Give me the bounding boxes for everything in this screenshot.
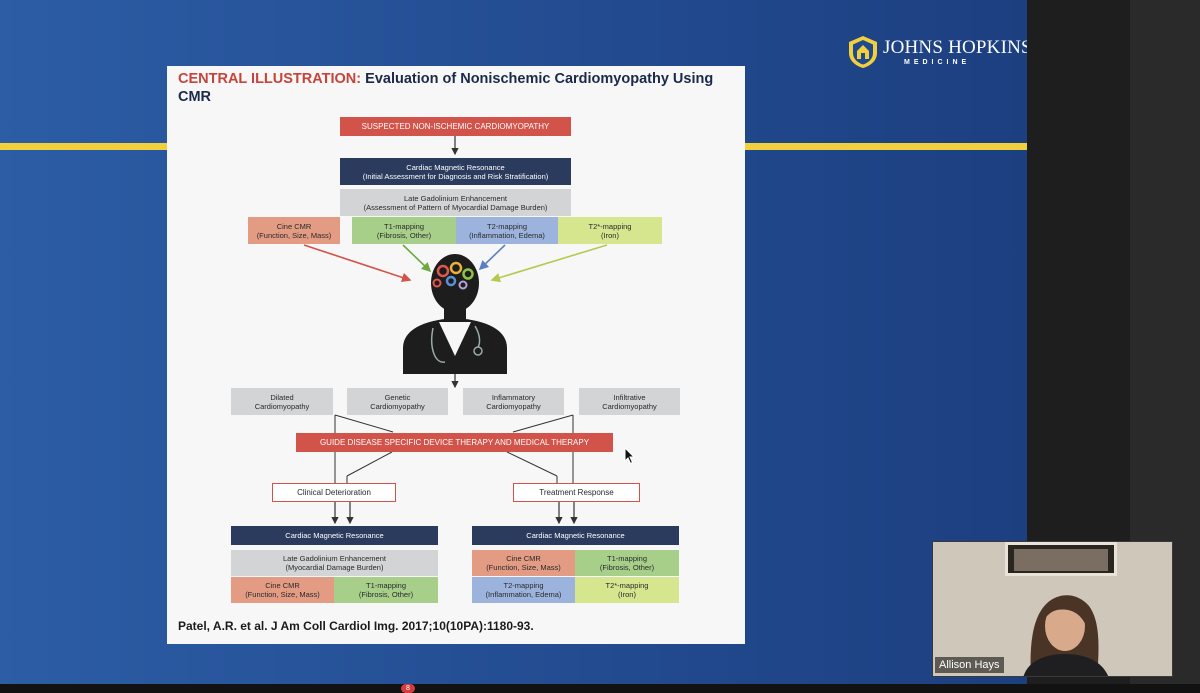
- treatment-response-box: Treatment Response: [513, 483, 640, 502]
- logo-name: JOHNS HOPKINS: [883, 37, 1027, 58]
- lge-box: Late Gadolinium Enhancement(Assessment o…: [340, 189, 571, 216]
- shield-icon: [849, 36, 877, 68]
- left-cine-box: Cine CMR(Function, Size, Mass): [231, 577, 334, 603]
- participant-name-label: Allison Hays: [935, 657, 1004, 673]
- left-t1-box: T1-mapping(Fibrosis, Other): [334, 577, 438, 603]
- mouse-cursor-icon: [624, 447, 636, 465]
- central-illustration: CENTRAL ILLUSTRATION: Evaluation of Noni…: [167, 66, 745, 644]
- title-text: Evaluation of Nonischemic Cardiomyopathy…: [178, 71, 714, 105]
- right-cmr-box: Cardiac Magnetic Resonance: [472, 526, 679, 545]
- clinical-deterioration-box: Clinical Deterioration: [272, 483, 396, 502]
- t1-mapping-box: T1-mapping(Fibrosis, Other): [352, 217, 456, 244]
- johns-hopkins-logo: JOHNS HOPKINS MEDICINE: [842, 35, 1027, 75]
- cmr-initial-box: Cardiac Magnetic Resonance(Initial Asses…: [340, 158, 571, 185]
- t2-mapping-box: T2-mapping(Inflammation, Edema): [456, 217, 558, 244]
- t2star-mapping-box: T2*-mapping(Iron): [558, 217, 662, 244]
- notification-badge: 8: [401, 684, 415, 693]
- right-t2-box: T2-mapping(Inflammation, Edema): [472, 577, 575, 603]
- left-lge-box: Late Gadolinium Enhancement(Myocardial D…: [231, 550, 438, 576]
- meeting-toolbar: [0, 684, 1200, 693]
- cine-cmr-box: Cine CMR(Function, Size, Mass): [248, 217, 340, 244]
- logo-subtitle: MEDICINE: [904, 59, 971, 66]
- right-cine-box: Cine CMR(Function, Size, Mass): [472, 550, 575, 576]
- clinician-silhouette: [403, 254, 507, 374]
- figure-title: CENTRAL ILLUSTRATION: Evaluation of Noni…: [178, 70, 738, 106]
- right-t2star-box: T2*-mapping(Iron): [575, 577, 679, 603]
- citation-text: Patel, A.R. et al. J Am Coll Cardiol Img…: [178, 619, 534, 633]
- suspected-nicm-box: SUSPECTED NON-ISCHEMIC CARDIOMYOPATHY: [340, 117, 571, 136]
- wall-picture-frame: [1005, 542, 1117, 576]
- presentation-slide: JOHNS HOPKINS MEDICINE CENTRAL ILLUSTRAT…: [0, 0, 1027, 684]
- right-t1-box: T1-mapping(Fibrosis, Other): [575, 550, 679, 576]
- guide-therapy-box: GUIDE DISEASE SPECIFIC DEVICE THERAPY AN…: [296, 433, 613, 452]
- participant-video-tile[interactable]: Allison Hays: [932, 541, 1173, 677]
- left-cmr-box: Cardiac Magnetic Resonance: [231, 526, 438, 545]
- title-keyword: CENTRAL ILLUSTRATION:: [178, 71, 362, 87]
- participant-silhouette: [1023, 595, 1109, 676]
- flowchart-connectors: [303, 136, 608, 525]
